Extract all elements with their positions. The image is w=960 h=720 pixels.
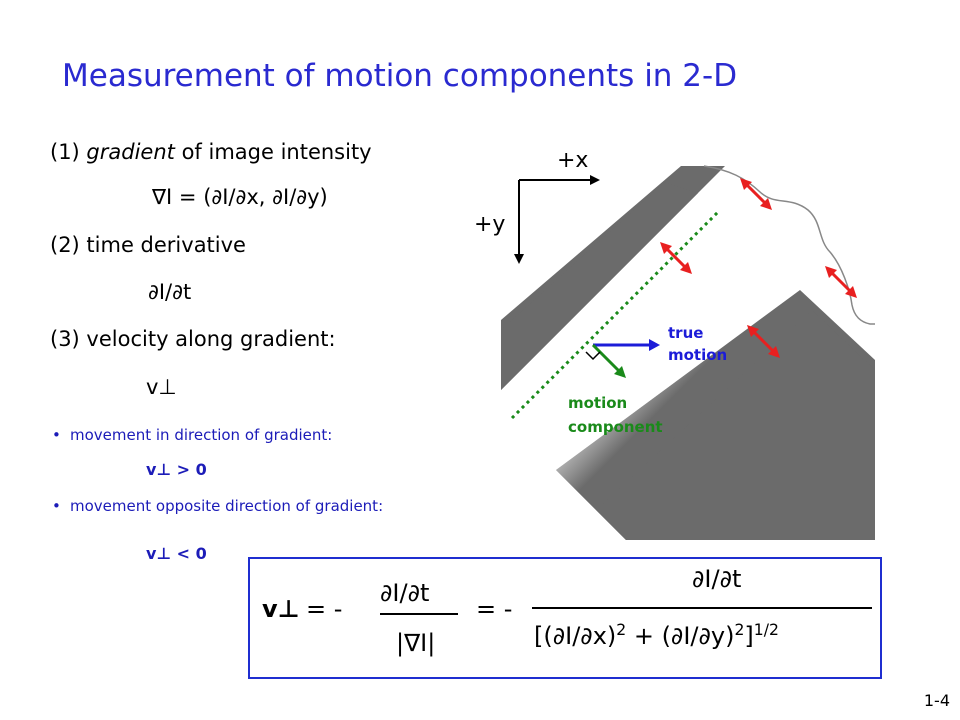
lower-bar-edge-fade — [556, 298, 812, 510]
fraction-bar-1 — [380, 613, 458, 615]
formula-den1: |∇I| — [396, 629, 436, 657]
page-number: 1-4 — [923, 691, 950, 710]
formula-num1: ∂I/∂t — [380, 579, 430, 607]
time-derivative-formula: ∂I/∂t — [148, 280, 192, 304]
right-angle-marker — [585, 351, 601, 361]
red-arrow-4 — [747, 325, 780, 358]
item-velocity: (3) velocity along gradient: — [50, 327, 336, 351]
bullet-positive-formula: v⊥ > 0 — [146, 460, 207, 479]
red-arrow-2 — [660, 242, 692, 274]
upper-bar-core — [501, 182, 698, 390]
den2-sup-1: 2 — [616, 621, 627, 639]
wavy-boundary — [703, 165, 875, 325]
den2-sup-3: 1/2 — [753, 621, 779, 639]
page-title: Measurement of motion components in 2-D — [62, 58, 738, 94]
bullet-dot: • — [52, 426, 61, 444]
bullet-positive: • movement in direction of gradient: — [52, 426, 332, 444]
motion-component-arrow — [591, 343, 622, 374]
red-arrow-1 — [740, 178, 772, 210]
item-gradient-rest: of image intensity — [174, 140, 372, 164]
formula-eq1: = - — [306, 595, 343, 623]
true-motion-arrowhead — [649, 339, 660, 351]
velocity-formula: v⊥ — [146, 375, 177, 399]
y-axis-arrowhead — [514, 254, 524, 264]
den2-part-a: [(∂I/∂x) — [534, 622, 617, 650]
y-axis-label: +y — [474, 212, 506, 237]
bullet-positive-text: movement in direction of gradient: — [70, 426, 333, 444]
formula-eq2: = - — [476, 595, 513, 623]
item-time-derivative: (2) time derivative — [50, 233, 246, 257]
gradient-formula: ∇I = (∂I/∂x, ∂I/∂y) — [152, 185, 328, 209]
motion-component-label-1: motion — [568, 394, 628, 412]
x-axis-label: +x — [557, 148, 589, 173]
bullet-dot: • — [52, 497, 61, 515]
formula-lhs: v⊥ — [262, 595, 300, 623]
red-arrow-3 — [825, 266, 857, 298]
den2-part-b: + (∂I/∂y) — [626, 622, 735, 650]
item-gradient: (1) gradient of image intensity — [50, 140, 372, 164]
formula-num2: ∂I/∂t — [692, 565, 742, 593]
bullet-negative-text: movement opposite direction of gradient: — [70, 497, 384, 515]
formula-den2: [(∂I/∂x)2 + (∂I/∂y)2]1/2 — [534, 621, 779, 650]
item-gradient-italic: gradient — [86, 140, 175, 164]
den2-sup-2: 2 — [734, 621, 745, 639]
motion-component-label-2: component — [568, 418, 663, 436]
bullet-negative: • movement opposite direction of gradient… — [52, 497, 383, 515]
lower-bar-core — [596, 310, 875, 540]
den2-part-c: ] — [744, 622, 754, 650]
true-motion-label-2: motion — [668, 346, 728, 364]
motion-component-arrowhead — [614, 366, 626, 378]
fraction-bar-2 — [532, 607, 872, 609]
item-gradient-prefix: (1) — [50, 140, 87, 164]
true-motion-label-1: true — [668, 324, 704, 342]
x-axis-arrowhead — [590, 175, 600, 185]
formula-box: v⊥ = - ∂I/∂t |∇I| = - ∂I/∂t [(∂I/∂x)2 + … — [248, 557, 882, 679]
bullet-negative-formula: v⊥ < 0 — [146, 544, 207, 563]
